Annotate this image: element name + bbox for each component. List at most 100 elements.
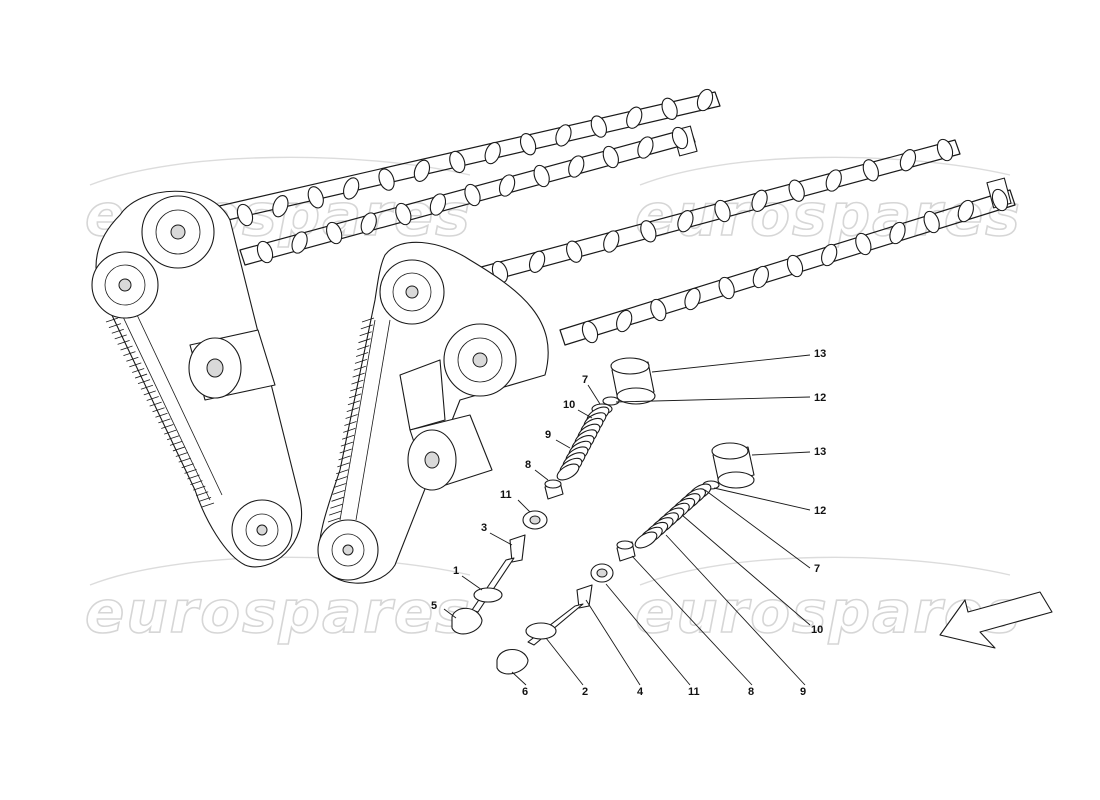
belt-tooth [108,323,122,328]
callout-8-upper: 8 [525,459,531,471]
cam-lobe [718,276,735,300]
belt-tooth [129,362,142,368]
spring-coil [634,531,658,549]
belt-tooth [338,455,351,461]
belt-tooth [161,424,174,429]
cam-lobe [788,179,805,202]
belt-tooth [172,446,186,452]
belt-tooth [327,517,341,523]
belt-tooth [347,400,361,406]
belt-tooth [137,379,151,385]
cam-lobe [671,126,689,150]
belt-tooth [114,334,127,340]
valve-guide-lower [576,584,593,609]
cam-lobe [957,199,974,223]
valve-set-lower [496,442,755,675]
cam-lobe [616,309,633,333]
belt-tooth [178,457,191,463]
callout-13-upper: 13 [814,348,826,360]
belt-tooth [134,373,148,379]
belt-tooth [158,418,171,424]
belt-tooth [350,386,363,392]
belt-tooth [198,497,212,502]
watermark-top-right: eurospares [635,181,1022,249]
cam-lobe [498,174,516,197]
cam-lobe [343,177,360,200]
valve-stem-seal-upper [522,510,548,530]
belt-tooth [339,448,352,454]
cam-lobe [429,193,447,216]
callout-1: 1 [453,565,459,577]
belt-tooth [181,463,194,469]
belt-tooth [187,474,200,480]
cam-lobe [714,199,731,223]
direction-arrow-icon [939,591,1053,649]
belt-tooth [331,496,344,502]
callout-12-lower: 12 [814,505,826,517]
callout-11-lower: 11 [688,686,700,698]
cam-lobes [236,88,1009,344]
belt-tooth [360,324,373,330]
cam-lobe [519,133,537,156]
callout-5: 5 [431,600,437,612]
cam-lobe [936,138,954,162]
belt-tooth [330,503,343,509]
callout-10-lower: 10 [811,624,823,636]
cam-lobe [528,250,546,273]
callout-4: 4 [637,686,644,698]
callout-labels: 13 12 7 10 9 8 11 3 1 5 13 12 7 10 6 2 4… [431,348,826,698]
belt-tooth [120,345,133,351]
belt-tooth [344,421,357,426]
belt-tooth [348,393,362,399]
cam-lobe [326,221,343,245]
callout-12-upper: 12 [814,392,826,404]
cam-lobe [696,88,714,112]
belt-tooth [111,328,124,334]
belt-tooth [126,356,139,362]
valve-seat-ring-upper [473,587,503,603]
belt-tooth [340,441,354,447]
cam-lobe [923,210,940,234]
cam-lobe [821,243,838,267]
belt-tooth [201,502,215,508]
callout-7-lower: 7 [814,563,820,575]
cam-lobe [684,287,701,311]
belt-tooth [352,372,365,378]
cam-lobe [752,265,769,289]
cam-lobe [650,298,667,322]
cam-lobe [566,240,583,263]
valve-spring-upper [556,406,610,481]
valve-spring-lower [634,483,712,549]
belt-tooth [359,331,372,337]
belt-tooth [155,412,168,418]
belt-tooth [166,435,180,441]
belt-tooth [329,510,342,516]
cam-lobe [533,164,550,188]
cam-lobe [464,183,481,207]
belt-tooth [190,480,203,485]
cam-lobe [889,221,906,245]
cam-lobe [378,168,395,191]
cam-lobe [603,230,620,253]
cam-lobe [626,106,643,129]
cam-lobe [602,145,619,169]
callout-3: 3 [481,522,487,534]
valve-guide-upper [509,534,526,563]
belt-tooth [333,483,346,488]
callout-7-upper: 7 [582,374,588,386]
shim-upper [602,396,620,406]
belt-tooth [337,462,350,468]
leader-lines [443,354,811,686]
rear-timing-belt-assembly [91,190,303,568]
cam-lobe [484,141,501,165]
valve-upper [471,557,515,613]
belt-tooth [105,317,119,323]
cam-lobe [236,203,254,227]
callout-11-upper: 11 [500,489,512,501]
spring-coil [556,463,580,481]
watermark-group: eurospares eurospares eurospares eurospa… [84,156,1022,647]
valve-stem-seal-lower [590,563,614,583]
cam-lobe [590,115,607,138]
cam-lobe [855,232,872,256]
tappet-bucket-upper [610,357,656,405]
